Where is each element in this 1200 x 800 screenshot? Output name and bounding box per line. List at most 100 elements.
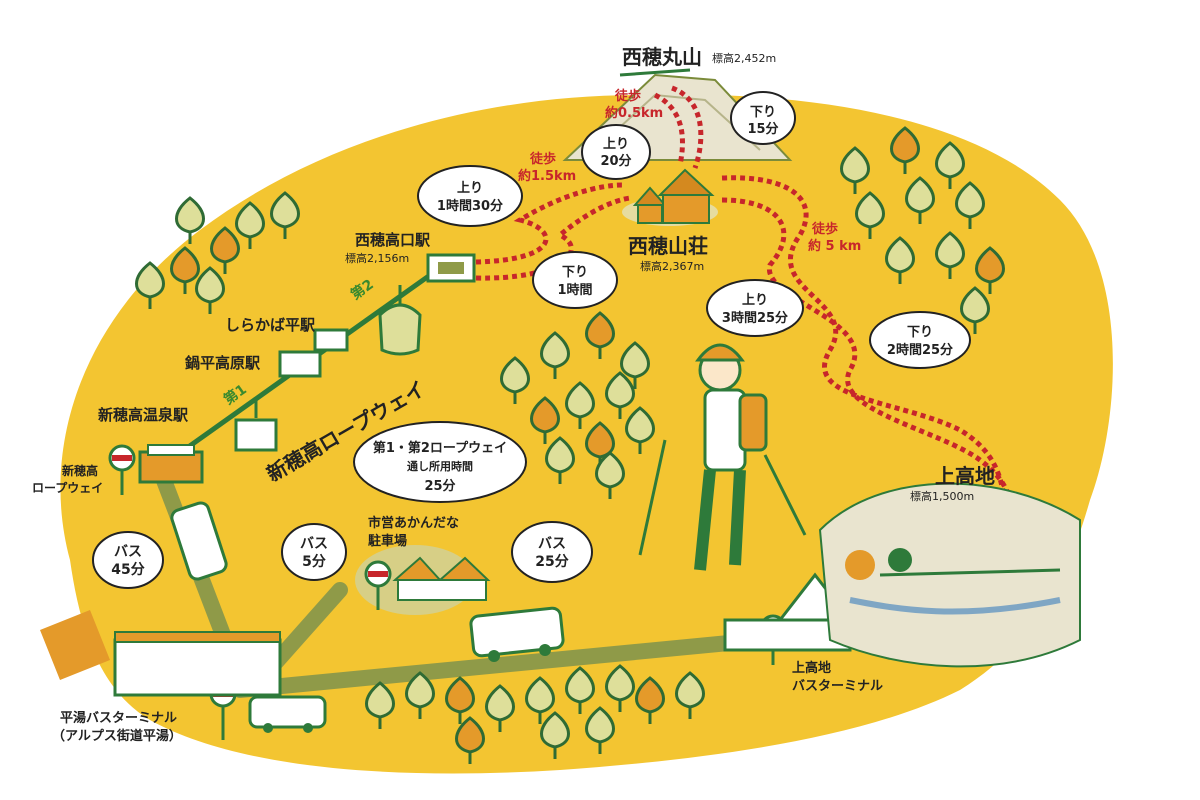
bus-stop-sign-ropeway [108, 444, 136, 495]
bus-hirayu [248, 695, 327, 733]
nabedaira-station-building [278, 350, 322, 378]
parking-building [392, 556, 491, 601]
tree-22 [565, 381, 595, 429]
tree-23 [605, 371, 635, 419]
tree-14 [935, 231, 965, 279]
gondola-car-2 [378, 285, 422, 356]
hut-elevation: 標高2,367m [640, 259, 704, 273]
bus-main-road [469, 606, 565, 662]
tree-38 [585, 706, 615, 754]
kamikochi-scenery [818, 482, 1081, 668]
bubble-kamikochi-down-line2: 2時間25分 [887, 342, 953, 358]
upper-station-building [426, 253, 476, 283]
bubble-hut-up-line2: 1時間30分 [437, 198, 503, 214]
ropeway-bus-stop-line2: ロープウェイ [32, 480, 103, 495]
hirayu-terminal-line2: （アルプス街道平湯） [52, 728, 182, 744]
tree-20 [620, 341, 650, 389]
tree-29 [405, 671, 435, 719]
bubble-bus5-line2: 5分 [302, 554, 326, 570]
bubble-kamikochi-down: 下り 2時間25分 [869, 311, 971, 369]
bubble-hut-up: 上り 1時間30分 [417, 165, 523, 227]
bubble-hut-down: 下り 1時間 [532, 251, 618, 309]
tree-19 [585, 311, 615, 359]
bubble-peak-down-line2: 15分 [747, 121, 778, 137]
kamikochi-walk-line1: 徒歩 [811, 221, 838, 237]
tree-0 [175, 196, 205, 244]
bubble-ropeway-total-line1: 第1・第2ロープウェイ [373, 440, 507, 456]
tree-7 [840, 146, 870, 194]
trail-hut-peak [671, 85, 704, 169]
bubble-bus25: バス 25分 [511, 521, 593, 583]
bubble-ropeway-total: 第1・第2ロープウェイ 通し所用時間 25分 [353, 421, 527, 503]
tree-clusters [135, 126, 1005, 764]
bubble-ropeway-total-line3: 25分 [424, 478, 455, 494]
tree-35 [635, 676, 665, 724]
nabedaira-station-name: 鍋平高原駅 [185, 354, 261, 372]
tree-37 [540, 711, 570, 759]
tree-33 [565, 666, 595, 714]
bubble-peak-up-line2: 20分 [600, 153, 631, 169]
bubble-kamikochi-up-line1: 上り [742, 293, 768, 308]
hirayu-terminal-building [40, 610, 282, 697]
kamikochi-terminal-line1: 上高地 [792, 660, 831, 676]
bubble-bus5-line1: バス [300, 536, 328, 552]
bubble-ropeway-total-line2: 通し所用時間 [407, 459, 473, 473]
tree-30 [445, 676, 475, 724]
tree-24 [545, 436, 575, 484]
tree-32 [525, 676, 555, 724]
bubble-hut-up-line1: 上り [457, 181, 483, 196]
trail-upper-station-hut [475, 182, 623, 265]
tree-21 [530, 396, 560, 444]
trail-hut-kamikochi-return [721, 197, 1022, 527]
bubble-hut-down-line1: 下り [562, 265, 588, 280]
bubble-kamikochi-up: 上り 3時間25分 [706, 279, 804, 337]
peak-walk-line1: 徒歩 [614, 88, 641, 104]
tree-4 [135, 261, 165, 309]
kamikochi-terminal-line2: バスターミナル [792, 679, 883, 694]
kamikochi-walk-line2: 約 5 km [808, 238, 861, 254]
tree-36 [675, 671, 705, 719]
parking-line1: 市営あかんだな [368, 515, 459, 531]
peak-elevation: 標高2,452m [712, 51, 776, 65]
tree-2 [235, 201, 265, 249]
bus-vertical [170, 501, 228, 581]
tree-18 [540, 331, 570, 379]
shirakaba-station-building [313, 328, 349, 352]
tree-15 [975, 246, 1005, 294]
bubble-bus25-line1: バス [538, 536, 566, 552]
hut-walk-line1: 徒歩 [529, 151, 556, 167]
onsen-station-name: 新穂高温泉駅 [98, 406, 189, 424]
bubble-bus45-line2: 45分 [111, 562, 144, 578]
tree-11 [905, 176, 935, 224]
bubble-kamikochi-down-line1: 下り [907, 325, 933, 340]
trail-routes [475, 85, 1022, 527]
bubble-peak-up: 上り 20分 [581, 124, 651, 180]
tree-31 [485, 684, 515, 732]
tree-34 [605, 664, 635, 712]
tree-17 [500, 356, 530, 404]
tree-27 [595, 451, 625, 499]
tree-10 [855, 191, 885, 239]
onsen-station-building [138, 444, 204, 484]
trail-upper-station-hut-return [475, 195, 631, 281]
hut-walk-line2: 約1.5km [518, 168, 576, 184]
hut-name: 西穂山荘 [628, 234, 708, 258]
bubble-peak-down: 下り 15分 [730, 91, 796, 145]
peak-walk-line2: 約0.5km [605, 105, 663, 121]
hut-building [622, 168, 718, 226]
trail-hut-kamikochi [721, 175, 1013, 522]
hirayu-terminal-line1: 平湯バスターミナル [60, 710, 177, 726]
kamikochi-elevation: 標高1,500m [910, 489, 974, 503]
ropeway-bus-stop-line1: 新穂高 [62, 463, 98, 478]
bubble-bus5: バス 5分 [281, 523, 347, 581]
trail-hut-peak-return [653, 92, 685, 166]
parking-line2: 駐車場 [368, 533, 407, 549]
bubble-bus45: バス 45分 [92, 531, 164, 589]
tree-6 [195, 266, 225, 314]
tree-16 [960, 286, 990, 334]
hiker-illustration [638, 343, 807, 571]
tree-13 [885, 236, 915, 284]
tree-39 [455, 716, 485, 764]
upper-station-name: 西穂高口駅 [355, 231, 431, 249]
